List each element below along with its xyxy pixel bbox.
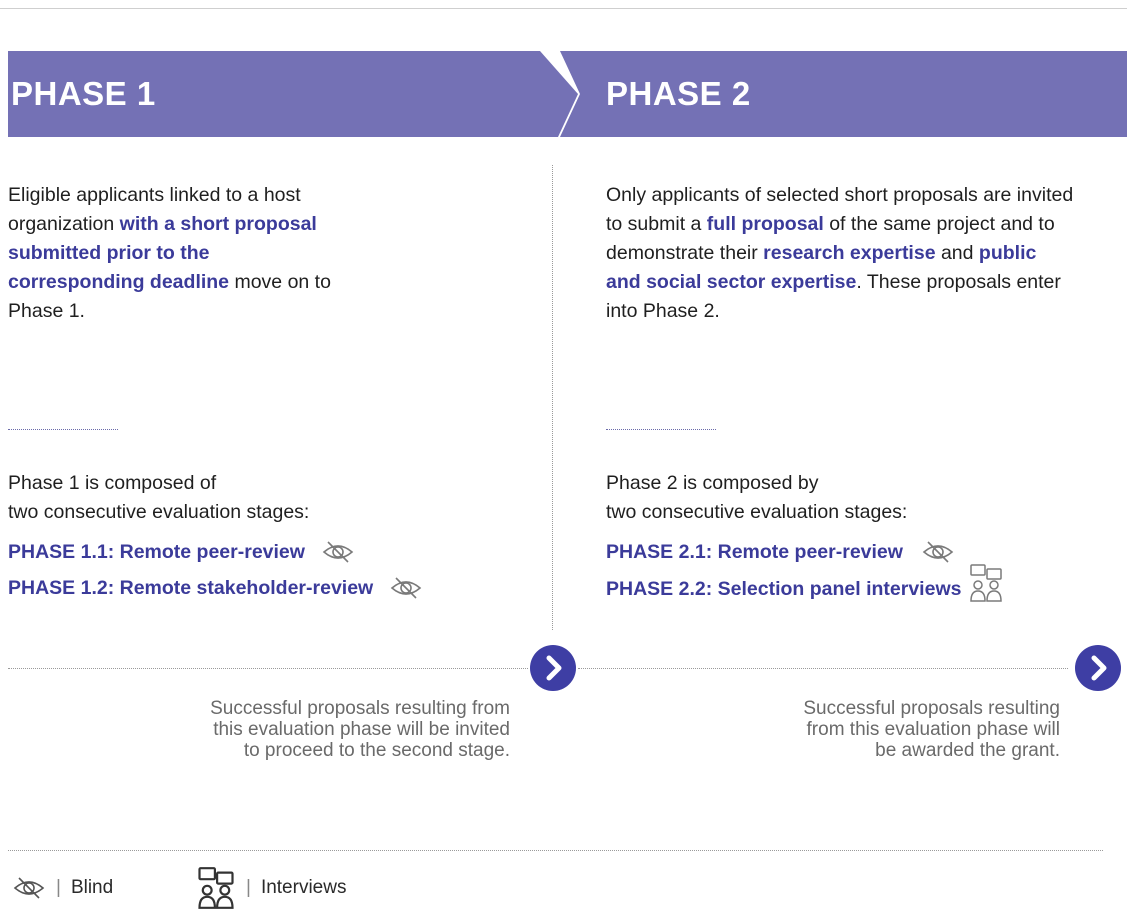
- phase1-stage2: PHASE 1.2: Remote stakeholder-review: [8, 575, 423, 601]
- phase1-outcome: Successful proposals resulting from this…: [210, 698, 510, 761]
- phase2-composition: Phase 2 is composed by two consecutive e…: [606, 469, 907, 527]
- phase1-stage1-label: PHASE 1.1: Remote peer-review: [8, 540, 305, 563]
- legend-interviews: | Interviews: [196, 866, 346, 910]
- interview-icon: [198, 867, 234, 909]
- phase2-outcome-divider: [578, 668, 1068, 669]
- phase1-stage1: PHASE 1.1: Remote peer-review: [8, 539, 355, 565]
- phase2-intro-highlight-sector: public and social sector expertise: [606, 242, 1037, 293]
- legend-separator: |: [56, 877, 61, 898]
- chevron-right-icon: [1091, 655, 1107, 681]
- phase2-banner-shape: [560, 51, 1127, 137]
- phase2-intro-text-4: . These proposals enter into Phase 2.: [606, 271, 1061, 322]
- phase2-composition-line2: two consecutive evaluation stages:: [606, 501, 908, 523]
- phase1-title: PHASE 1: [11, 75, 156, 112]
- phase2-intro-highlight-full-proposal: full proposal: [706, 213, 824, 235]
- phase1-outcome-divider: [8, 668, 528, 669]
- phase2-stage1-label: PHASE 2.1: Remote peer-review: [606, 540, 903, 563]
- eye-slash-icon: [922, 541, 954, 563]
- legend-divider: [8, 850, 1103, 851]
- phase1-banner: PHASE 1: [8, 51, 548, 137]
- eye-slash-icon: [322, 541, 354, 563]
- phase1-short-divider: [8, 429, 118, 430]
- legend-blind-label: Blind: [70, 877, 114, 898]
- phase1-stage2-label: PHASE 1.2: Remote stakeholder-review: [8, 576, 374, 599]
- phase1-intro-text: Eligible applicants linked to a host org…: [8, 184, 301, 235]
- legend-separator: |: [246, 877, 251, 898]
- phase-banners: [8, 51, 1127, 137]
- phase1-composition: Phase 1 is composed of two consecutive e…: [8, 469, 309, 527]
- phase2-intro-text: Only applicants of selected short propos…: [606, 184, 1074, 235]
- column-divider: [552, 165, 553, 630]
- phase2-title: PHASE 2: [606, 75, 751, 112]
- phase1-composition-line2: two consecutive evaluation stages:: [8, 501, 310, 523]
- legend-blind: | Blind: [12, 875, 113, 901]
- phase1-next-button[interactable]: [530, 645, 576, 691]
- phase2-intro: Only applicants of selected short propos…: [606, 181, 1076, 326]
- phase2-intro-text-2: of the same project and to demonstrate t…: [606, 213, 1055, 264]
- chevron-right-icon: [546, 655, 562, 681]
- phase1-composition-line1: Phase 1 is composed of: [8, 472, 217, 494]
- interview-icon: [970, 564, 1003, 602]
- phase1-banner-shape: [8, 51, 578, 137]
- phase2-next-button[interactable]: [1075, 645, 1121, 691]
- phase2-intro-text-3: and: [935, 242, 979, 264]
- phase2-banner: PHASE 2: [578, 51, 1118, 137]
- phase2-stage1: PHASE 2.1: Remote peer-review: [606, 539, 955, 565]
- phase1-intro: Eligible applicants linked to a host org…: [8, 181, 348, 326]
- phase2-intro-highlight-research: research expertise: [763, 242, 936, 264]
- phase2-short-divider: [606, 429, 716, 430]
- phase2-outcome: Successful proposals resulting from this…: [803, 698, 1060, 761]
- phase1-intro-highlight: with a short proposal submitted prior to…: [8, 213, 317, 293]
- phase1-intro-text-end: move on to Phase 1.: [8, 271, 331, 322]
- eye-slash-icon: [13, 877, 45, 899]
- phase2-stage2-label: PHASE 2.2: Selection panel interviews: [606, 577, 962, 600]
- phase2-composition-line1: Phase 2 is composed by: [606, 472, 819, 494]
- eye-slash-icon: [390, 577, 422, 599]
- top-divider: [0, 8, 1127, 9]
- legend-interviews-label: Interviews: [260, 877, 347, 898]
- phase2-stage2: PHASE 2.2: Selection panel interviews: [606, 564, 1003, 603]
